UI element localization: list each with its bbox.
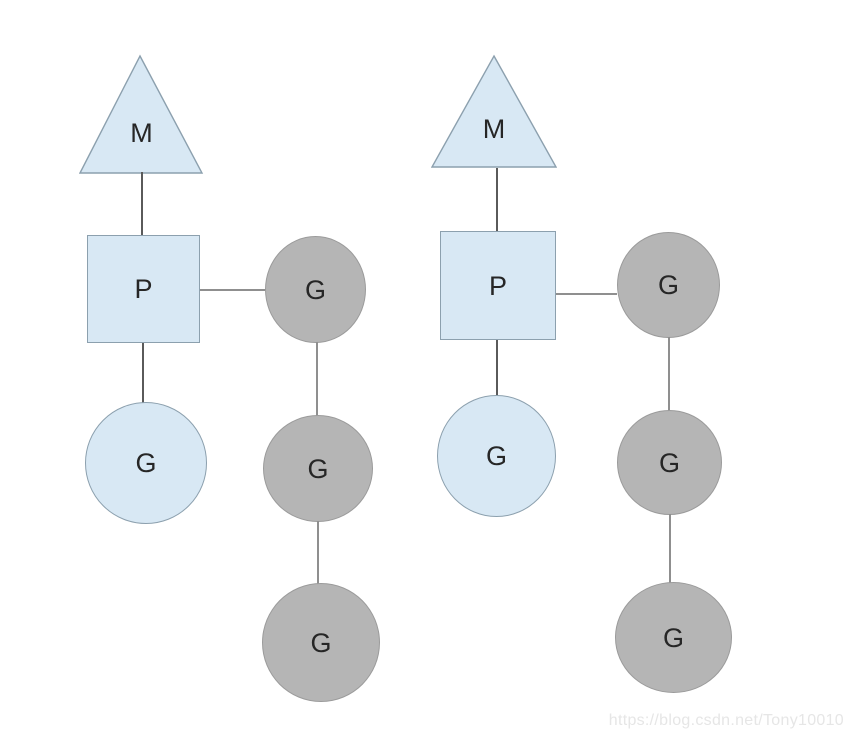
right-father-label: P [488,270,507,301]
right-gray1-gray2-connector [668,337,670,411]
left-father-child-connector [142,343,144,403]
right-gray-circle-1-label: G [657,270,679,300]
right-gray-circle-1: G [617,232,720,338]
right-gray-circle-2-label: G [658,447,680,478]
left-gray-circle-1-label: G [304,274,326,305]
left-gray2-gray3-connector [317,521,319,584]
right-blue-circle-label: G [485,441,507,471]
triangle-shape [431,54,557,168]
left-mother-label: M [130,118,153,148]
right-gray2-gray3-connector [669,514,671,583]
left-father-gray1-connector [200,289,265,291]
right-mother-triangle [431,54,557,168]
left-gray-circle-3: G [262,583,380,702]
right-mother-label: M [482,114,506,144]
left-father-square: P [87,235,200,343]
left-gray-circle-2: G [263,415,373,522]
right-blue-circle: G [437,395,556,517]
right-father-square: P [440,231,556,340]
left-gray-circle-2-label: G [307,453,329,484]
right-mother-father-connector [496,168,498,232]
left-blue-circle: G [85,402,207,524]
triangle-shape [79,54,204,174]
right-father-gray1-connector [556,293,617,295]
left-father-label: P [134,274,153,304]
left-gray-circle-3-label: G [310,627,332,658]
watermark-text: https://blog.csdn.net/Tony10010 [608,712,844,729]
right-gray-circle-3-label: G [662,622,684,653]
right-gray-circle-3: G [615,582,732,693]
right-father-child-connector [496,340,498,396]
left-mother-father-connector [141,172,143,236]
right-gray-circle-2: G [617,410,722,515]
left-mother-triangle [79,54,204,174]
left-gray-circle-1: G [265,236,366,343]
left-gray1-gray2-connector [316,342,318,416]
left-blue-circle-label: G [135,448,157,478]
